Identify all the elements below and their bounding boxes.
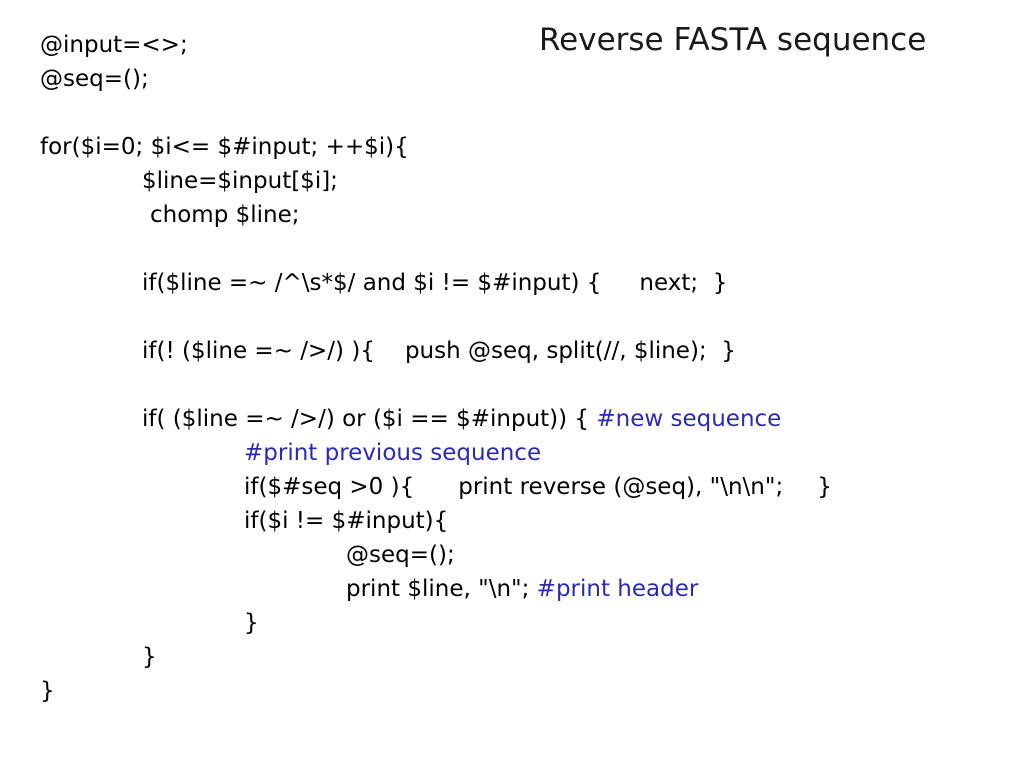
code-text: print reverse (@seq), "\n\n"; bbox=[458, 474, 784, 500]
code-comment: #new sequence bbox=[596, 406, 782, 432]
code-comment: #print header bbox=[536, 576, 699, 602]
code-line: print $line, "\n"; #print header bbox=[40, 572, 1000, 606]
code-line: $line=$input[$i]; bbox=[40, 164, 1000, 198]
code-text: } bbox=[40, 678, 55, 704]
blank-line bbox=[40, 232, 1000, 266]
code-text: @seq=(); bbox=[40, 66, 149, 92]
code-line: if( ($line =~ />/) or ($i == $#input)) {… bbox=[40, 402, 1000, 436]
code-line: @seq=(); bbox=[40, 62, 1000, 96]
slide-title: Reverse FASTA sequence bbox=[539, 22, 927, 58]
code-text: } bbox=[817, 474, 832, 500]
code-text: $line=$input[$i]; bbox=[142, 168, 338, 194]
code-text: print $line, "\n"; bbox=[346, 576, 530, 602]
code-line: if($line =~ /^\s*$/ and $i != $#input) {… bbox=[40, 266, 1000, 300]
blank-line bbox=[40, 368, 1000, 402]
code-line: if($#seq >0 ){ print reverse (@seq), "\n\… bbox=[40, 470, 1000, 504]
code-text: for($i=0; $i<= $#input; ++$i){ bbox=[40, 134, 409, 160]
code-block: @input=<>; @seq=(); for($i=0; $i<= $#inp… bbox=[40, 28, 1000, 708]
code-line: @seq=(); bbox=[40, 538, 1000, 572]
code-line: } bbox=[40, 606, 1000, 640]
code-line: for($i=0; $i<= $#input; ++$i){ bbox=[40, 130, 1000, 164]
code-line: if(! ($line =~ />/) ){ push @seq, split(/… bbox=[40, 334, 1000, 368]
code-line: } bbox=[40, 640, 1000, 674]
code-line: } bbox=[40, 674, 1000, 708]
code-text: @input=<>; bbox=[40, 32, 188, 58]
code-line: if($i != $#input){ bbox=[40, 504, 1000, 538]
code-line: @input=<>; bbox=[40, 28, 1000, 62]
code-text: if( ($line =~ />/) or ($i == $#input)) { bbox=[142, 406, 590, 432]
code-text: next; } bbox=[639, 270, 728, 296]
code-text: if(! ($line =~ />/) ){ bbox=[142, 338, 375, 364]
code-text: push @seq, split(//, $line); } bbox=[404, 338, 736, 364]
code-text: @seq=(); bbox=[346, 542, 455, 568]
code-line: #print previous sequence bbox=[40, 436, 1000, 470]
code-text: if($line =~ /^\s*$/ and $i != $#input) { bbox=[142, 270, 602, 296]
blank-line bbox=[40, 96, 1000, 130]
code-text: if($i != $#input){ bbox=[244, 508, 449, 534]
code-line: chomp $line; bbox=[40, 198, 1000, 232]
code-text: if($#seq >0 ){ bbox=[244, 474, 415, 500]
code-text: } bbox=[142, 644, 157, 670]
code-text: chomp $line; bbox=[150, 202, 300, 228]
blank-line bbox=[40, 300, 1000, 334]
code-text: } bbox=[244, 610, 259, 636]
code-comment: #print previous sequence bbox=[244, 440, 542, 466]
